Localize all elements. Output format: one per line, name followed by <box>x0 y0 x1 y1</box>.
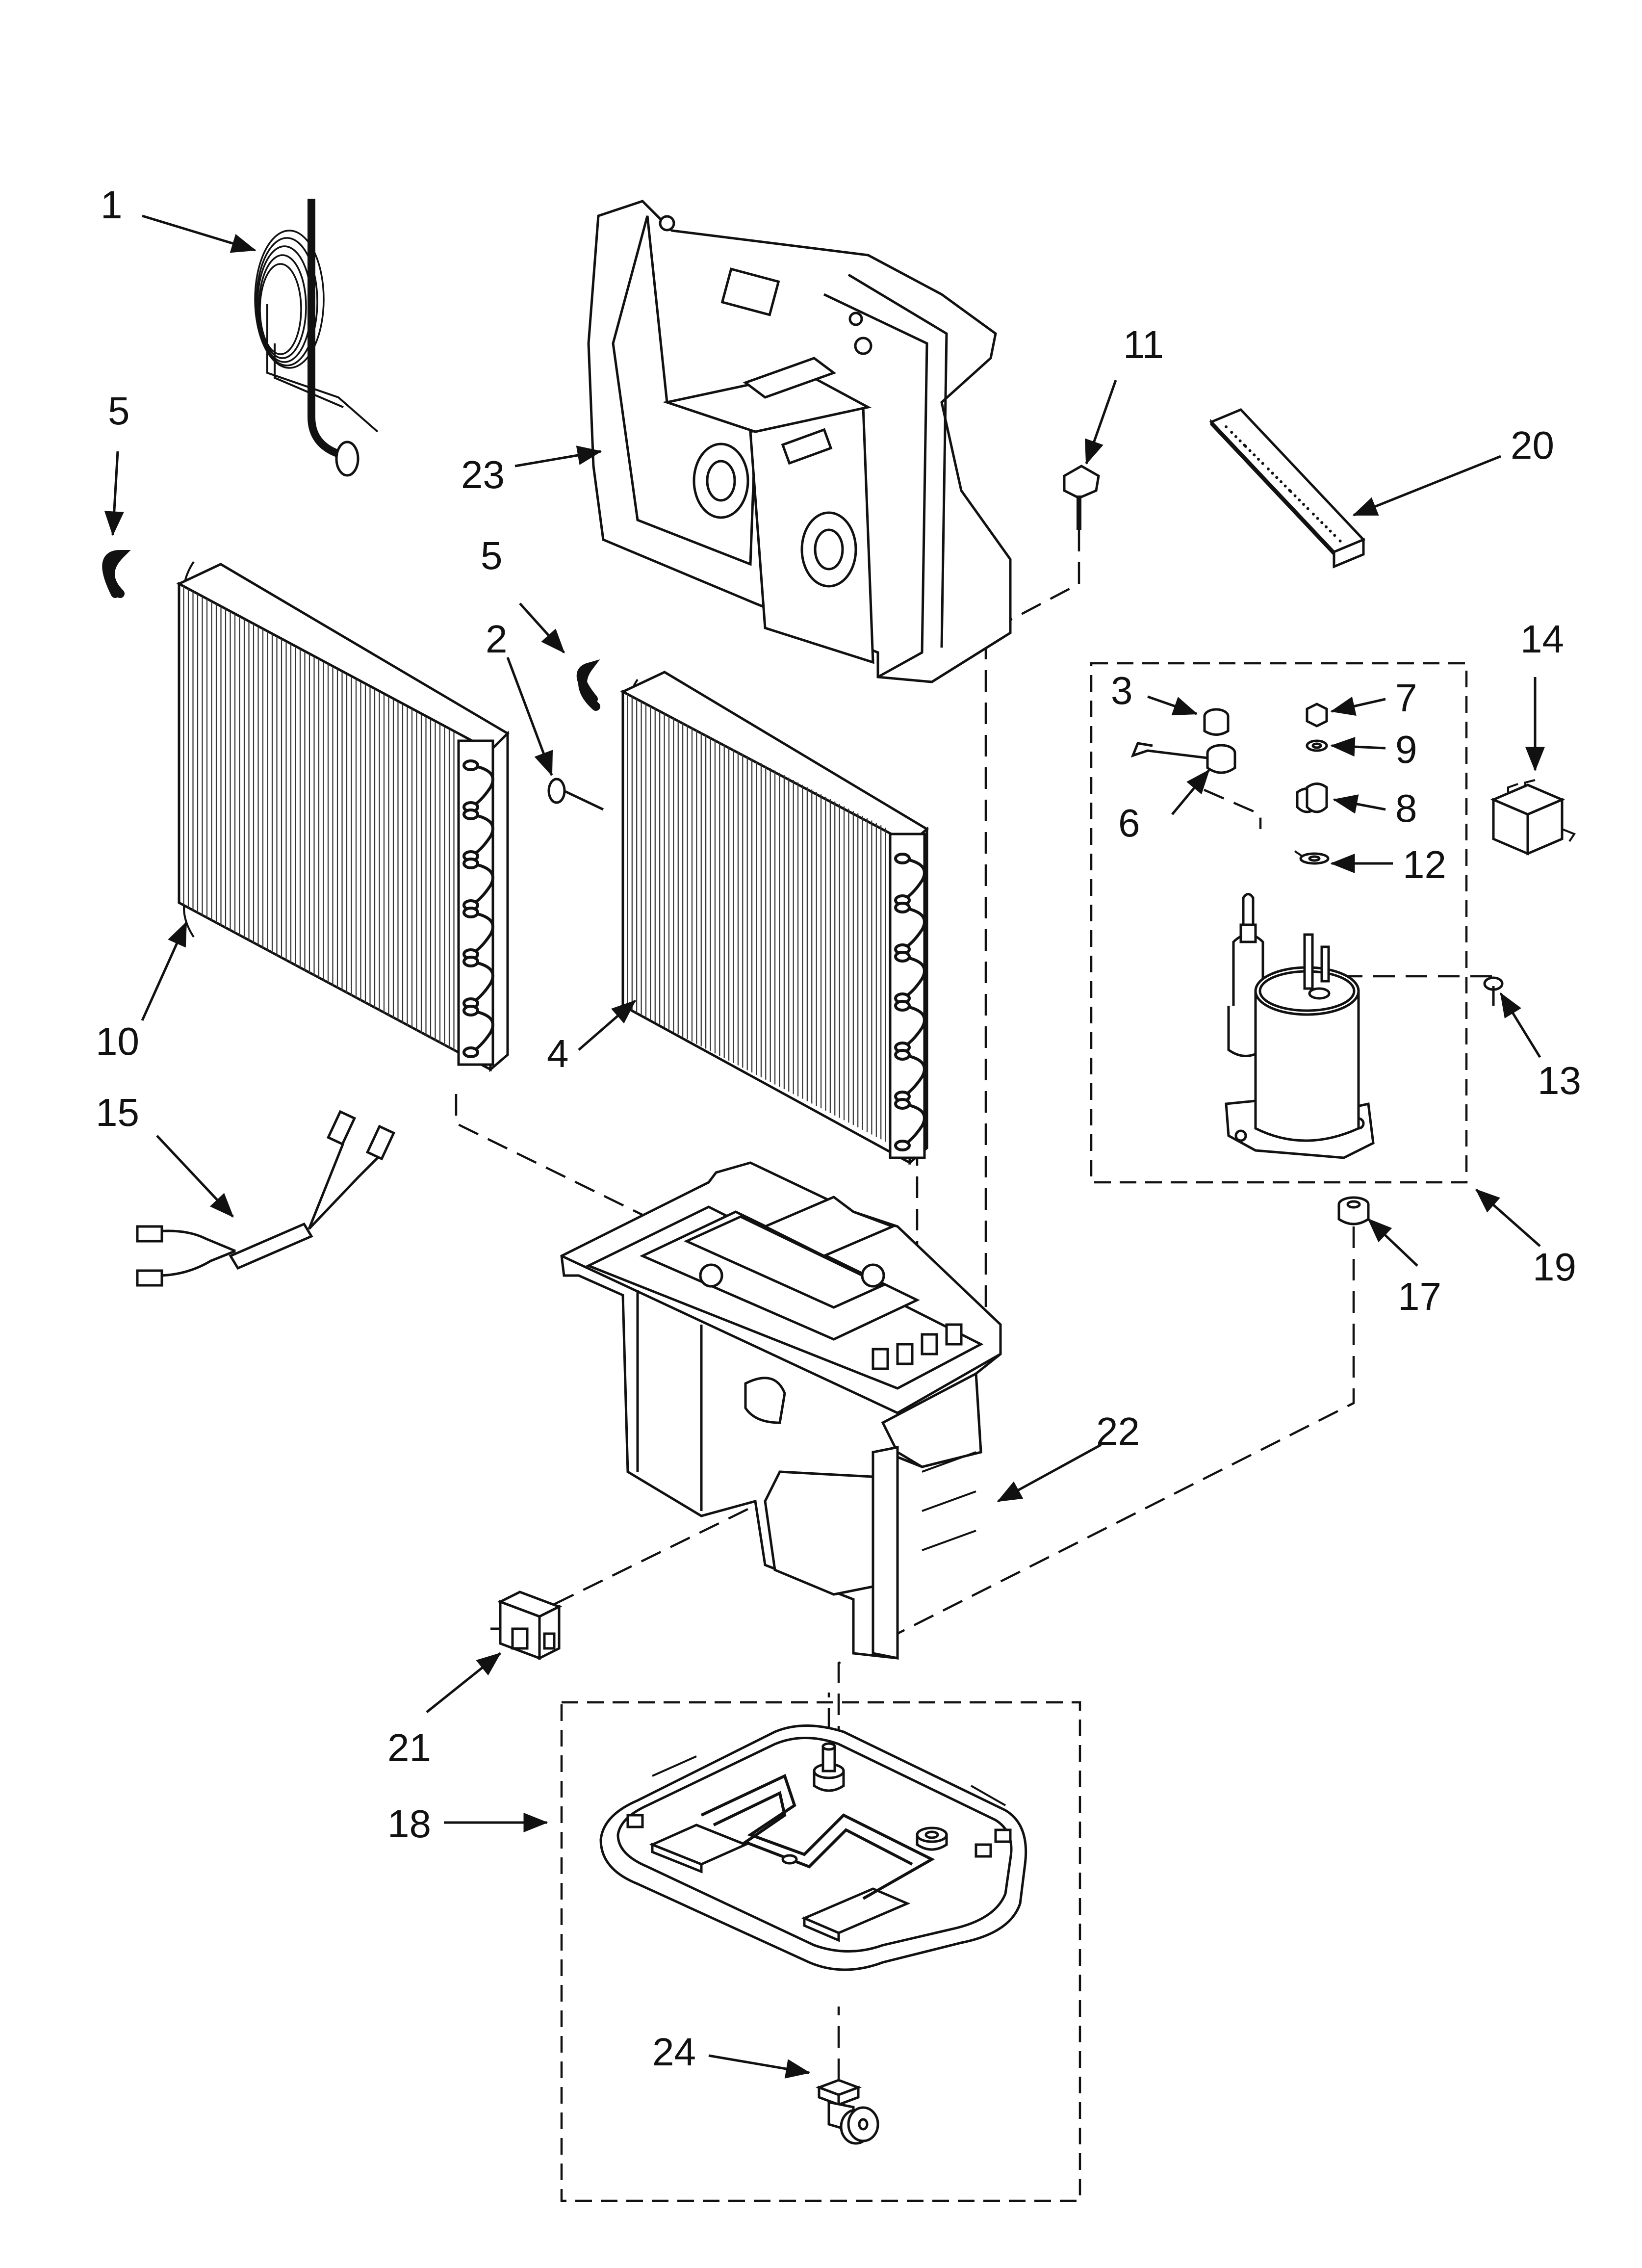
callout-9: 9 <box>1395 728 1417 771</box>
overload-protector <box>1130 708 1236 774</box>
callout-11: 11 <box>1123 323 1164 366</box>
callout-19: 19 <box>1533 1245 1576 1289</box>
callout-12: 12 <box>1403 843 1446 886</box>
mounting-screw <box>1063 465 1100 530</box>
callout-7: 7 <box>1395 676 1417 720</box>
wire-harness <box>136 1110 396 1287</box>
callout-22: 22 <box>1096 1409 1140 1453</box>
relay-box <box>1490 779 1576 856</box>
base-group-box <box>560 1701 1081 2202</box>
callout-4: 4 <box>547 1032 569 1075</box>
callout-1: 1 <box>101 183 123 227</box>
float-switch <box>490 1590 563 1661</box>
callout-20: 20 <box>1511 423 1554 467</box>
leader-arrows <box>104 214 1545 2079</box>
callout-labels: 1 2 3 4 5 5 6 7 8 9 10 11 12 13 14 15 17… <box>96 183 1581 2074</box>
callout-14: 14 <box>1520 617 1564 661</box>
callout-24: 24 <box>652 2030 696 2074</box>
callout-5-left: 5 <box>108 389 130 433</box>
compressor-bolt <box>1483 976 1504 1006</box>
mounting-pin <box>547 778 604 811</box>
callout-15: 15 <box>96 1091 139 1134</box>
compressor <box>1225 893 1375 1159</box>
callout-8: 8 <box>1395 786 1417 830</box>
condenser-coil <box>176 561 510 1072</box>
compressor-grommet <box>1337 1196 1370 1225</box>
callout-2: 2 <box>486 617 508 661</box>
callout-21: 21 <box>387 1726 431 1770</box>
capillary-tube-assembly <box>254 199 379 477</box>
terminal-cover <box>1294 703 1330 865</box>
compressor-group-box <box>1090 662 1468 1184</box>
callout-6: 6 <box>1118 801 1140 845</box>
evaporator-coil <box>620 671 929 1166</box>
callout-23: 23 <box>461 453 505 496</box>
callout-10: 10 <box>96 1019 139 1063</box>
callout-18: 18 <box>387 1802 431 1846</box>
callout-17: 17 <box>1398 1275 1441 1318</box>
callout-5-middle: 5 <box>481 534 503 577</box>
main-chassis <box>560 1161 1002 1660</box>
callout-13: 13 <box>1538 1059 1581 1102</box>
filter-panel <box>1209 408 1366 569</box>
base-pan <box>599 1724 1027 1971</box>
upper-shroud <box>587 200 1012 683</box>
callout-3: 3 <box>1111 669 1133 712</box>
caster-wheel <box>815 2079 879 2145</box>
